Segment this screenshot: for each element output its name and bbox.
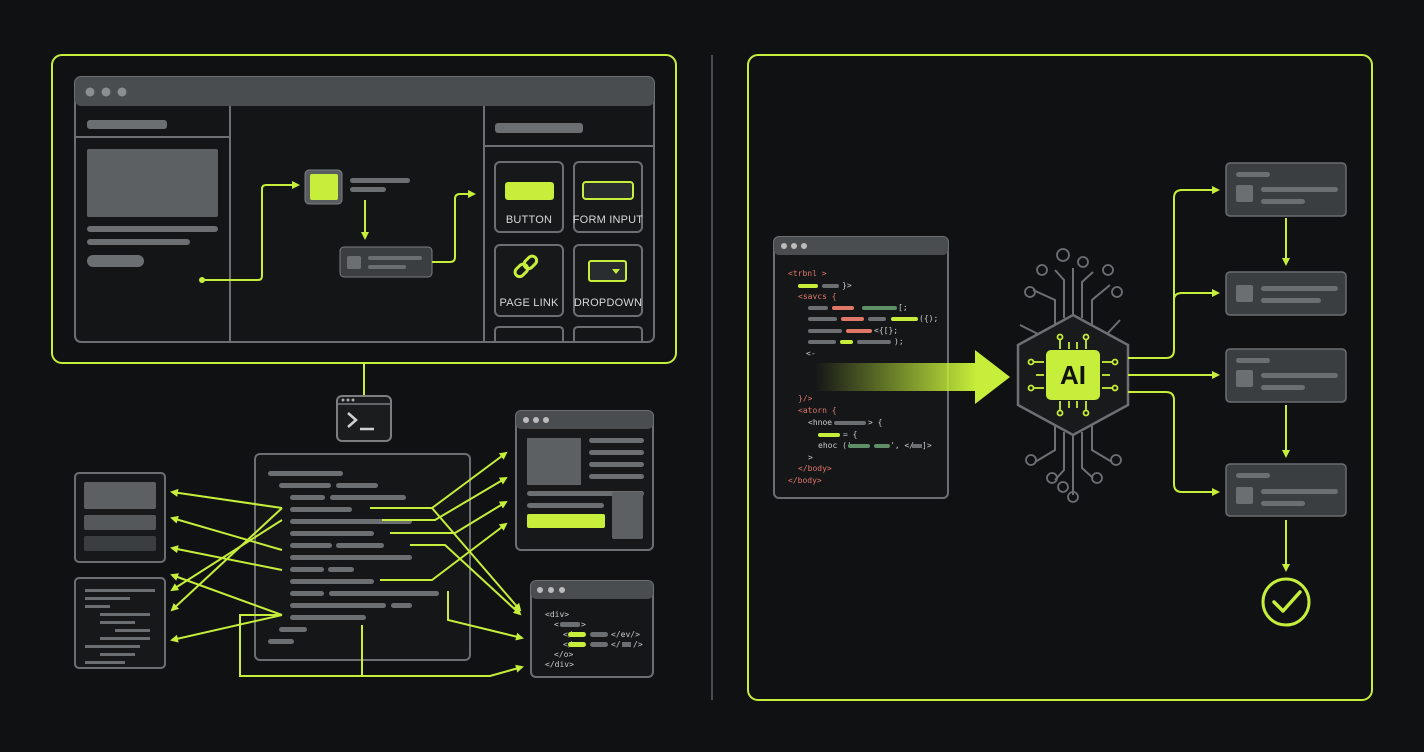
window-dot: [85, 87, 95, 97]
code-text: ehoc (': [818, 441, 852, 450]
output-card: [1225, 271, 1347, 316]
code-text: </o>: [554, 650, 573, 659]
component-label: PAGE LINK: [499, 297, 559, 309]
code-text: </div>: [545, 660, 574, 669]
output-card: [1225, 348, 1347, 403]
code-text: </: [563, 630, 573, 639]
output-card: [1225, 162, 1347, 217]
output-card: [1225, 463, 1347, 517]
source-code-panel: [254, 453, 471, 661]
dropdown-caret-icon: [612, 269, 620, 274]
ai-label: AI: [1060, 360, 1086, 390]
code-text: <-: [806, 349, 816, 358]
code-text: ({);: [919, 314, 938, 323]
output-connectors: [1128, 186, 1290, 572]
code-text: </: [563, 640, 573, 649]
component-label: BUTTON: [506, 214, 552, 226]
code-text: );: [894, 337, 904, 346]
code-text: > {: [868, 418, 882, 427]
ai-chip-icon: AI: [1016, 248, 1130, 503]
code-text: <: [554, 620, 559, 629]
code-text: <hnoe: [808, 418, 832, 427]
code-text: <atorn {: [798, 406, 837, 415]
component-button[interactable]: BUTTON: [494, 161, 564, 233]
component-form-input[interactable]: FORM INPUT: [573, 161, 644, 233]
ui-mapping-panel: BUTTON FORM INPUT PAGE LINK DROPDOWN: [51, 54, 677, 364]
generated-html-window: <div> < > </ </ev/> </ </ /> </o> </div>: [530, 580, 654, 678]
text-preview-panel: [74, 577, 166, 669]
image-placeholder: [87, 149, 218, 217]
component-label: FORM INPUT: [573, 214, 644, 226]
code-text: </body>: [798, 464, 832, 473]
code-text: >: [808, 453, 813, 462]
rendered-page-preview: [515, 410, 654, 551]
code-text: ]>: [922, 441, 932, 450]
component-page-link[interactable]: PAGE LINK: [494, 244, 564, 317]
code-text: }>: [842, 281, 852, 290]
code-text: </body>: [788, 476, 822, 485]
code-text: ', </: [890, 441, 914, 450]
component-label: DROPDOWN: [574, 297, 642, 309]
browser-titlebar: [75, 77, 654, 106]
terminal-icon: [336, 395, 392, 442]
ai-processing-panel: <trbnl > }> <savcs { [; ({); <{[}; ); <-…: [747, 54, 1373, 701]
window-dot: [101, 87, 111, 97]
form-preview-panel: [74, 472, 166, 563]
component-dropdown[interactable]: DROPDOWN: [573, 244, 643, 317]
code-text: </: [611, 640, 621, 649]
code-text: [;: [898, 303, 908, 312]
code-text: >: [581, 620, 586, 629]
code-text: />: [633, 640, 643, 649]
mapping-arrows-right: [239, 451, 524, 677]
code-text: }/>: [798, 394, 813, 403]
input-flow-arrow: [815, 350, 1010, 404]
window-dot: [117, 87, 127, 97]
mapping-arrows-left: [170, 488, 283, 643]
heading-placeholder: [87, 120, 167, 129]
button-placeholder: [87, 255, 144, 267]
code-text: <savcs {: [798, 292, 837, 301]
link-icon: [513, 254, 539, 279]
checkmark-circle-icon: [1261, 577, 1311, 627]
code-text: <trbnl >: [788, 269, 827, 278]
code-text: </ev/>: [611, 630, 640, 639]
code-text: <div>: [545, 610, 569, 619]
panel-frame: [747, 54, 1373, 701]
browser-window: BUTTON FORM INPUT PAGE LINK DROPDOWN: [74, 76, 655, 343]
code-text: <{[};: [874, 326, 898, 335]
code-text: = {: [843, 430, 857, 439]
